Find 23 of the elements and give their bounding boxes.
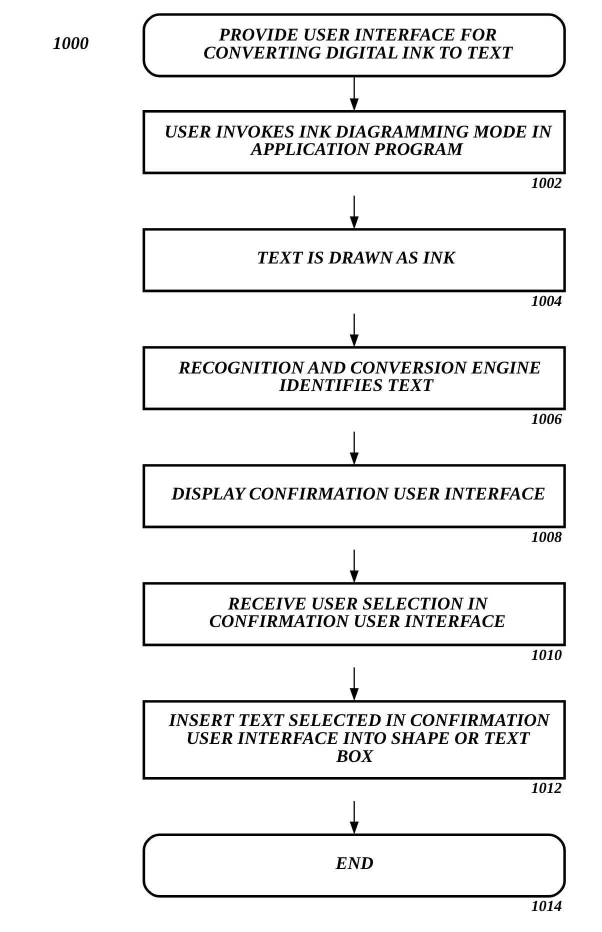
node-box: PROVIDE USER INTERFACE FOR CONVERTING DIGITAL INK TO TEXT [142,13,566,78]
arrow [350,801,359,834]
node-box: TEXT IS DRAWN AS INK [142,228,566,292]
arrow [350,77,359,112]
node-label: 1008 [531,528,562,546]
arrow [350,550,359,584]
node-box: DISPLAY CONFIRMATION USER INTERFACE [142,464,566,528]
node-box: END [142,833,566,898]
label: 1000 [52,32,89,53]
arrow [350,196,359,230]
arrow [350,667,359,702]
node-label: 1006 [531,410,562,428]
node-box: INSERT TEXT SELECTED IN CONFIRMATION USER INTERFACE INTO SHAPE OR TEXT BOX [142,700,566,780]
node-box: RECEIVE USER SELECTION IN CONFIRMATION USER INTERFACE [142,582,566,646]
node-label: 1014 [531,898,562,916]
node-box: USER INVOKES INK DIAGRAMMING MODE IN APPLICATION PROGRAM [142,110,566,174]
node-label: 1004 [531,292,562,310]
node-box: RECOGNITION AND CONVERSION ENGINE IDENTIFIES TEXT [142,346,566,410]
node-label: 1002 [531,174,562,192]
arrow [350,314,359,348]
node-label: 1010 [531,646,562,664]
arrow [350,432,359,466]
node-label: 1012 [531,780,562,798]
